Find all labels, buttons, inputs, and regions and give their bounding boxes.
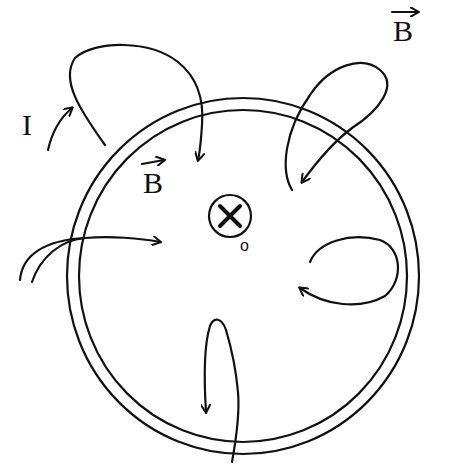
field-loop (198, 125, 202, 160)
field-loop (20, 237, 160, 280)
field-loop (32, 238, 85, 282)
current-into-page-symbol (209, 195, 251, 237)
field-loop (226, 330, 239, 462)
field-loop (300, 237, 398, 304)
current-label: I (22, 110, 32, 140)
field-loop (286, 63, 387, 190)
ring-inner (79, 110, 407, 442)
vector-arrow (142, 160, 164, 164)
ring-outer (67, 98, 419, 454)
field-label: B (143, 168, 163, 198)
field-loop (205, 320, 226, 412)
cross-mark (220, 206, 240, 226)
field-loop (70, 45, 203, 145)
field-label: B (393, 16, 413, 46)
current-arrow (48, 108, 72, 150)
point-label: o (240, 238, 249, 254)
vector-arrow (392, 11, 418, 13)
